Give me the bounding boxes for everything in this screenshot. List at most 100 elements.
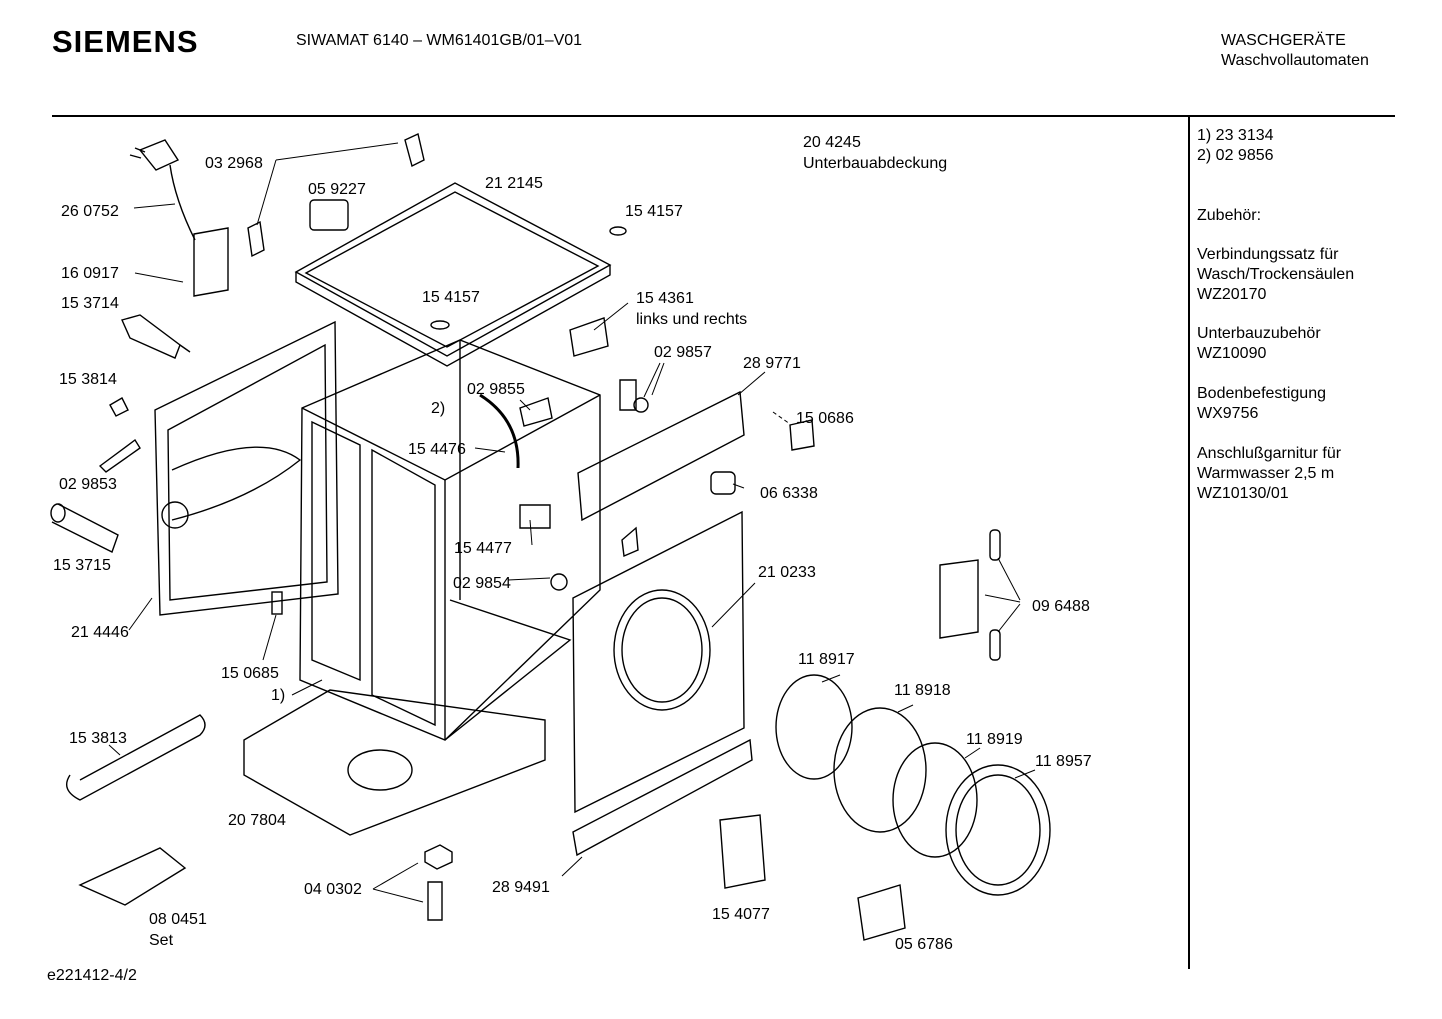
footnote-2: 2) 02 9856 [1197,147,1274,164]
side-clip-part [569,317,609,357]
part-label: 11 8957 [1035,753,1092,770]
part-label: 11 8919 [966,731,1023,748]
part-label: 08 0451 [149,911,207,928]
part-label: 15 3715 [53,557,111,574]
part-label: 11 8917 [798,651,855,668]
part-label: 02 9853 [59,476,117,493]
part-description: Unterbauabdeckung [803,155,948,172]
subcategory-label: Waschvollautomaten [1221,52,1369,69]
front-panel-part [572,510,745,814]
hose-part [479,393,520,469]
part-label: 16 0917 [61,265,119,282]
part-label: 02 9855 [467,381,525,398]
leader-lines [108,142,1036,903]
accessory-code: WX9756 [1197,405,1259,422]
clip-part-c [247,220,265,258]
part-label: 15 3714 [61,295,119,312]
switch-part-b [271,591,283,615]
part-label: 28 9491 [492,879,550,896]
part-label: 26 0752 [61,203,119,220]
category-label: WASCHGERÄTE [1221,32,1346,49]
part-label: 15 4361 [636,290,694,307]
hinge-pin-top [989,529,1001,561]
door-lock-part [719,814,766,889]
mains-plug-icon [129,139,196,241]
clip-part [309,199,349,231]
bracket-part [98,438,141,473]
part-label: 15 4477 [454,540,512,557]
wrench-tool [66,714,206,801]
control-rail-part [577,390,745,522]
part-label: 21 0233 [758,564,816,581]
part-label: 05 6786 [895,936,953,953]
switch-part [519,397,553,427]
pin-plate-part [619,379,637,411]
drain-hose-part [50,503,119,553]
accessory-text: Wasch/Trockensäulen [1197,266,1355,283]
part-label: 20 7804 [228,812,286,829]
base-plate-part [243,689,546,836]
part-label: 15 4077 [712,906,770,923]
part-label: 02 9854 [453,575,511,592]
drawing-id: e221412-4/2 [47,967,137,984]
brand-logo: SIEMENS [52,24,199,59]
accessories-heading: Zubehör: [1197,207,1262,224]
part-label: 15 0686 [796,410,854,427]
hinge-part [939,559,979,639]
accessory-text: Unterbauzubehör [1197,325,1321,342]
part-label: 03 2968 [205,155,263,172]
lock-bracket-part [519,504,551,529]
pin-part [633,397,649,413]
part-label: 20 4245 [803,134,861,151]
accessory-text: Warmwasser 2,5 m [1197,465,1335,482]
accessory-text: Anschlußgarnitur für [1197,445,1342,462]
part-label: 04 0302 [304,881,362,898]
transit-bracket-part [78,847,187,906]
inlet-hose-part [121,314,191,359]
accessory-code: WZ20170 [1197,286,1267,303]
accessory-text: Bodenbefestigung [1197,385,1326,402]
hinge-pin-bottom [989,629,1001,661]
footnote-ref: 1) [271,687,286,704]
sidebar-divider [1188,117,1190,969]
door-seal-part [775,674,853,780]
part-label: 11 8918 [894,682,951,699]
part-description: links und rechts [636,311,748,328]
part-label: 21 2145 [485,175,543,192]
part-label: 09 6488 [1032,598,1090,615]
accessory-code: WZ10130/01 [1197,485,1289,502]
bolt-part [427,881,443,921]
accessory-code: WZ10090 [1197,345,1267,362]
door-ring-inner-part [833,707,927,833]
footnote-ref: 2) [431,400,446,417]
door-ring-outer-part [945,764,1051,896]
clamp-part [789,419,815,451]
valve-part [109,397,129,417]
door-handle-part [857,884,906,941]
foot-part [550,573,568,591]
part-label: 15 0685 [221,665,279,682]
spacer-part [609,226,627,236]
part-label: 15 4476 [408,441,466,458]
part-label: 15 3813 [69,730,127,747]
part-label: 02 9857 [654,344,712,361]
rear-panel-part [154,320,339,616]
part-label: 15 4157 [422,289,480,306]
plinth-strip-part [572,738,753,857]
part-label: 15 3814 [59,371,117,388]
cabinet-part [299,339,601,741]
accessory-text: Verbindungssatz für [1197,246,1339,263]
top-lid-part [294,182,612,367]
part-description: Set [149,932,174,949]
part-label: 06 6338 [760,485,818,502]
clip-part-b [404,133,425,168]
footnote-1: 1) 23 3134 [1197,127,1274,144]
small-bracket-part [621,526,639,558]
header-divider [52,115,1395,117]
nut-part [424,844,453,870]
part-label: 05 9227 [308,181,366,198]
part-label: 28 9771 [743,355,801,372]
water-inlet-part [193,227,229,297]
part-label: 21 4446 [71,624,129,641]
